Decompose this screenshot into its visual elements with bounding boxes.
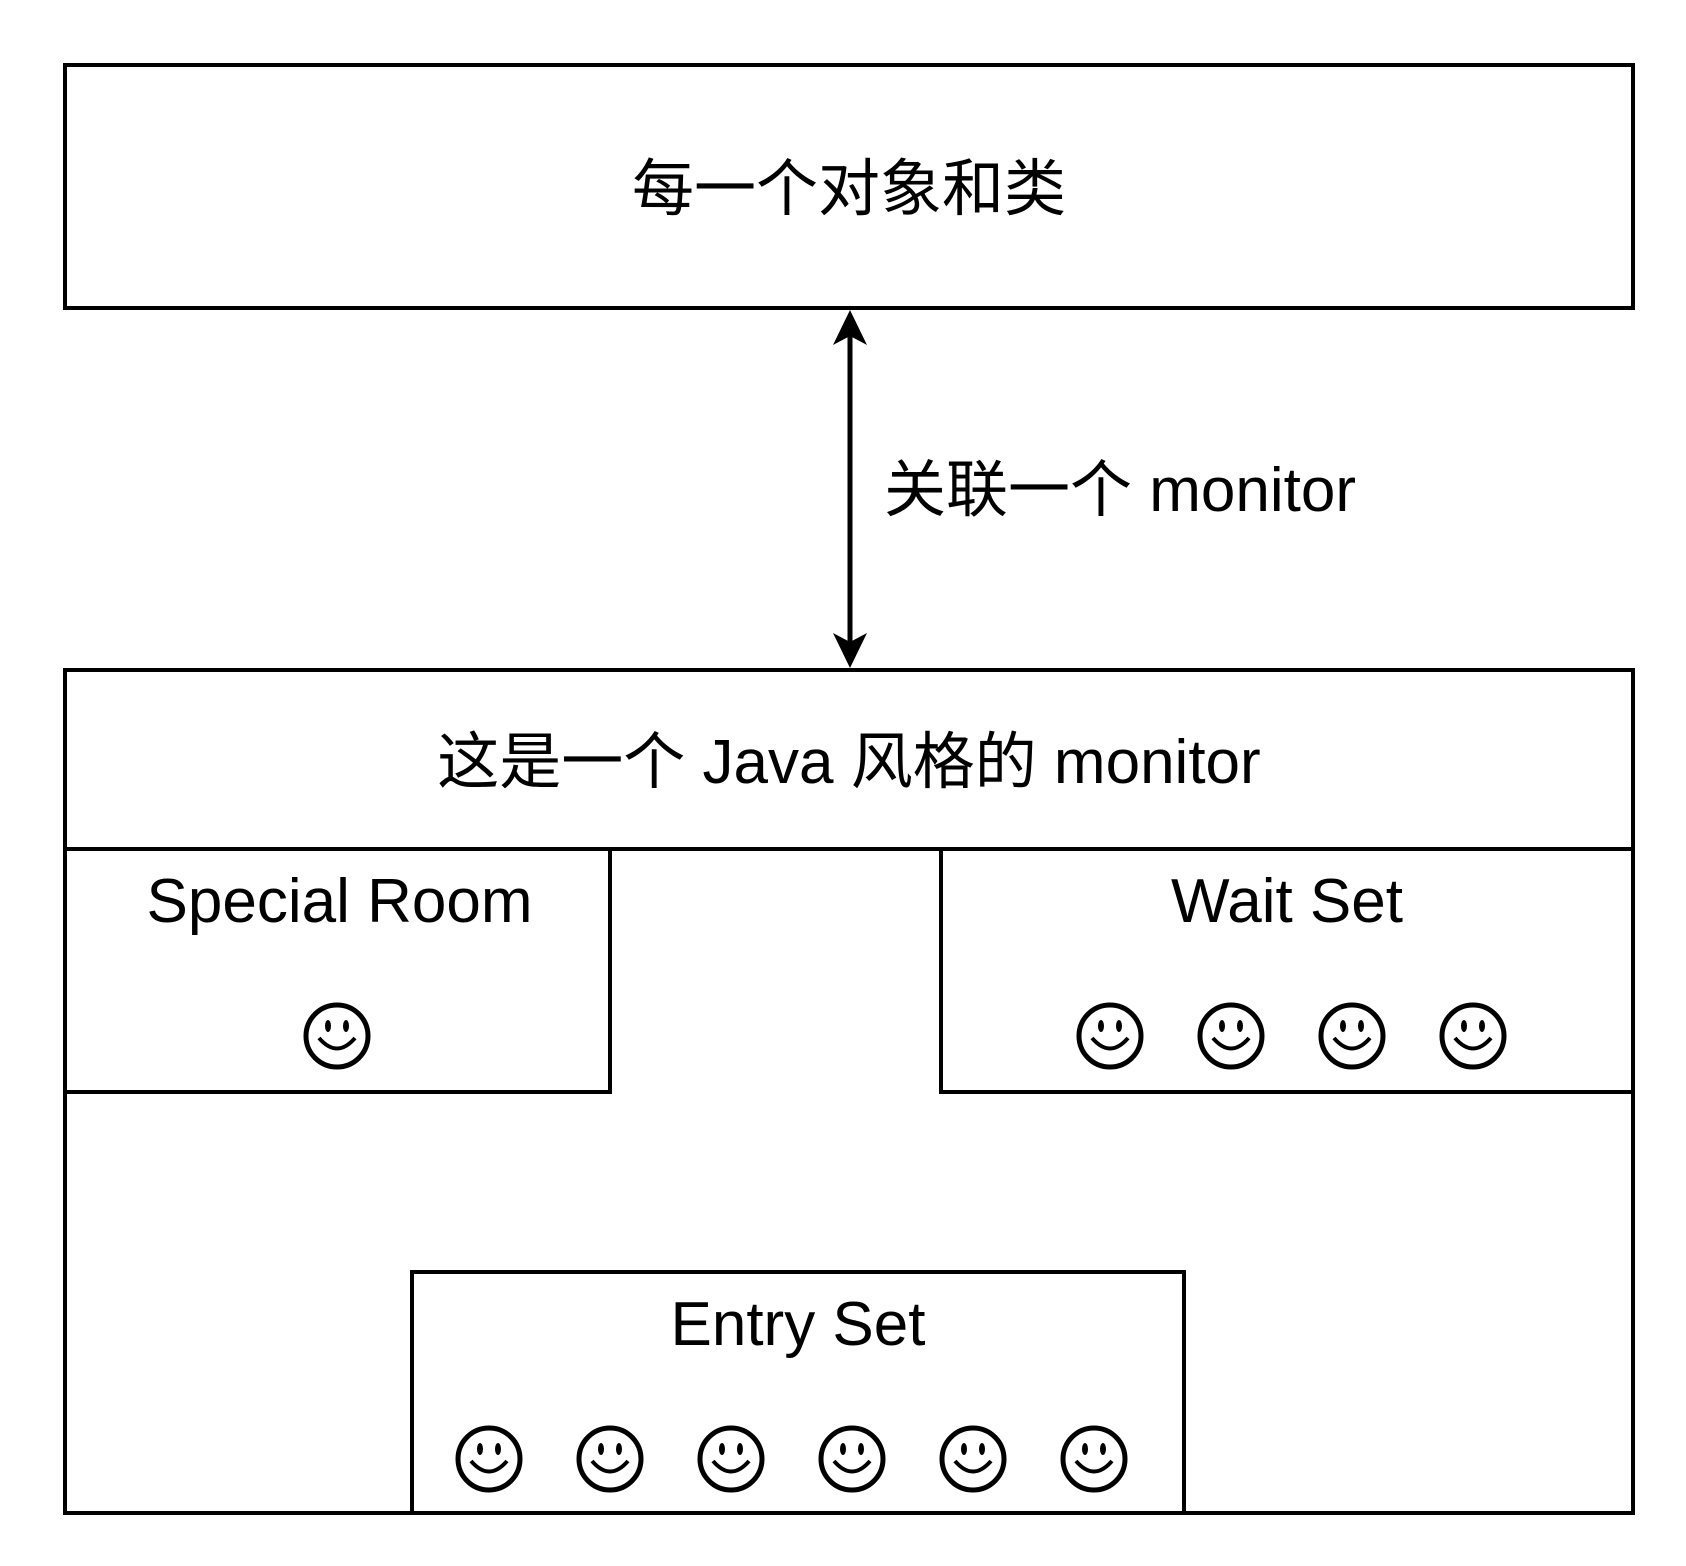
- smiley-face-icon: [454, 1424, 524, 1494]
- object-and-class-label: 每一个对象和类: [631, 155, 1066, 224]
- smiley-face-icon: [1438, 1001, 1508, 1071]
- smiley-face-icon: [938, 1424, 1008, 1494]
- smiley-face-icon: [302, 1001, 372, 1071]
- connector-label: 关联一个 monitor: [884, 456, 1356, 525]
- wait-set-threads: [1075, 1001, 1508, 1071]
- entry-set-label: Entry Set: [670, 1290, 926, 1359]
- arrow-head-up: [833, 310, 867, 345]
- special-room-label: Special Room: [146, 867, 533, 936]
- smiley-face-icon: [1196, 1001, 1266, 1071]
- monitor-title-strip: 这是一个 Java 风格的 monitor: [63, 668, 1635, 851]
- special-room-threads: [302, 1001, 372, 1071]
- smiley-face-icon: [1075, 1001, 1145, 1071]
- entry-set-box: Entry Set: [410, 1270, 1186, 1515]
- wait-set-label: Wait Set: [1171, 867, 1403, 936]
- arrow-head-down: [833, 633, 867, 668]
- wait-set-box: Wait Set: [939, 847, 1635, 1094]
- entry-set-threads: [454, 1424, 1129, 1494]
- special-room-box: Special Room: [63, 847, 612, 1094]
- object-and-class-box: 每一个对象和类: [63, 63, 1635, 310]
- smiley-face-icon: [1317, 1001, 1387, 1071]
- smiley-face-icon: [817, 1424, 887, 1494]
- smiley-face-icon: [696, 1424, 766, 1494]
- smiley-face-icon: [1059, 1424, 1129, 1494]
- smiley-face-icon: [575, 1424, 645, 1494]
- monitor-title: 这是一个 Java 风格的 monitor: [437, 728, 1261, 797]
